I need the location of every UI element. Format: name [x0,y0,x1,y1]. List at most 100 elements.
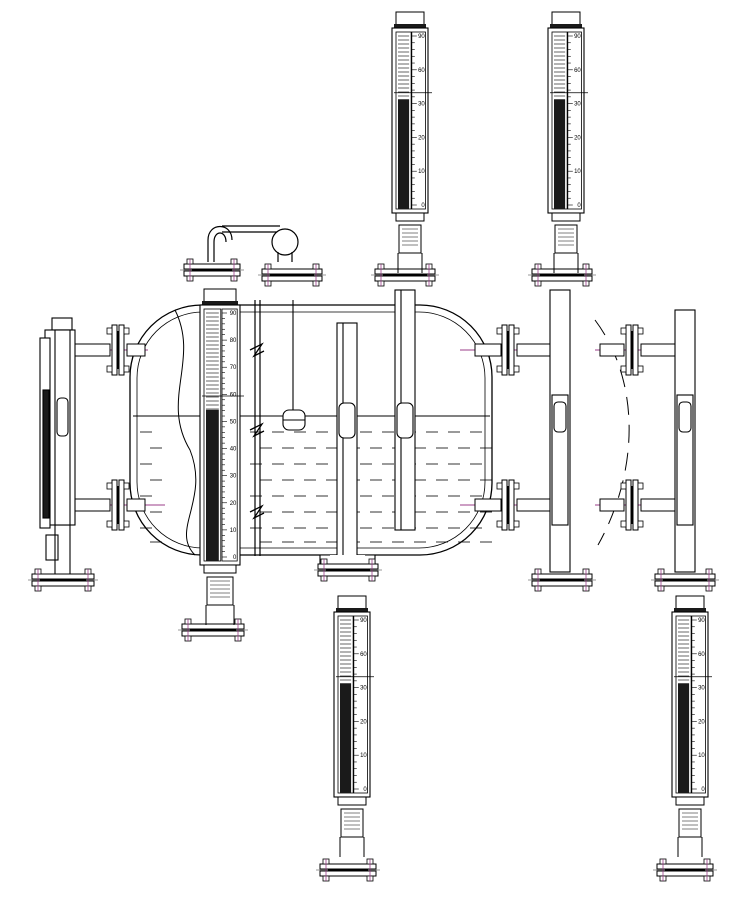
scale-label: 0 [701,787,705,793]
scale-label: 50 [230,419,237,425]
right-side-chamber-a [549,289,571,573]
flange-plate [111,479,118,531]
bolt-icon [637,520,644,528]
horizontal-vessel [129,300,493,556]
scale-plate [221,308,238,562]
flange-icon [314,558,382,582]
flange-icon [651,568,719,592]
bolt-icon [106,520,113,528]
flange-plate [656,870,714,877]
bottom-collar [395,212,425,222]
bolt-icon [496,520,503,528]
scale-label: 20 [230,501,237,507]
nameplate [206,576,234,606]
scale-label: 10 [574,169,581,175]
bottom-collar [337,796,367,806]
right-side-chamber-b [674,309,696,573]
flanges [28,258,719,882]
gasket [116,486,120,524]
bolt-icon [513,482,520,490]
bolt-icon [106,482,113,490]
gasket [630,331,634,369]
scale-plate [691,615,706,794]
nozzle-pipe [126,343,146,357]
scale-label: 90 [574,34,581,40]
nozzle-pipe [516,498,553,512]
scale-label: 60 [230,392,237,398]
flange-plate [374,268,436,275]
scale-label: 0 [577,203,581,209]
flange-plate [319,870,377,877]
scale-label: 10 [360,753,367,759]
scale-label: 0 [363,787,367,793]
scale-label: 0 [421,203,425,209]
float-column [206,409,219,561]
bolt-icon [620,520,627,528]
flange-plate [317,570,379,577]
gasket [116,331,120,369]
left-side-mounted-gauge [39,317,76,574]
gasket [506,486,510,524]
bolt-icon [123,482,130,490]
flange-icon [371,263,439,287]
float-column [340,683,352,793]
gasket [506,331,510,369]
scale-label: 60 [698,652,705,658]
scale-label: 30 [698,686,705,692]
flange-plate [181,623,245,630]
junction-box-icon [45,534,59,561]
flange-icon [620,324,644,376]
flange-icon [653,858,717,882]
scale-label: 80 [230,338,237,344]
nameplate [678,808,702,838]
scale-label: 30 [574,102,581,108]
nozzle-pipe [74,343,111,357]
nameplate [340,808,364,838]
nozzle-pipe [640,498,678,512]
float-column [398,99,410,209]
scale-plate [567,31,582,210]
magnetic-float-icon [42,389,50,519]
scale-plate [353,615,368,794]
flange-icon [620,479,644,531]
bottom-collar [203,564,237,574]
flange-plate [374,275,436,282]
magnetic-level-indicators: 9060302010090603020100906030201009060302… [199,11,712,857]
flange-plate [183,270,241,277]
bolt-icon [123,365,130,373]
nameplate [554,224,578,254]
top-mounted-float-rod [282,300,306,431]
scale-label: 20 [574,135,581,141]
flange-icon [316,858,380,882]
scale-label: 60 [360,652,367,658]
bottom-collar [675,796,705,806]
nameplate [398,224,422,254]
siphon-tube [207,225,299,262]
flange-plate [508,479,515,531]
scale-label: 10 [698,753,705,759]
cap-band [674,608,706,613]
flange-icon [28,568,98,592]
flange-plate [654,573,716,580]
scale-label: 20 [360,719,367,725]
scale-label: 90 [230,311,237,317]
flange-icon [106,479,130,531]
float-column [554,99,566,209]
bolt-icon [513,365,520,373]
internal-guide-tubes [319,289,416,567]
scale-label: 60 [574,68,581,74]
scale-label: 30 [230,474,237,480]
flange-icon [180,258,244,282]
nozzle-pipe [74,498,111,512]
flange-plate [501,324,508,376]
bolt-icon [637,327,644,335]
flange-icon [496,324,520,376]
flange-plate [654,580,716,587]
scale-label: 90 [698,618,705,624]
bolt-icon [496,327,503,335]
cap-band [550,24,582,29]
